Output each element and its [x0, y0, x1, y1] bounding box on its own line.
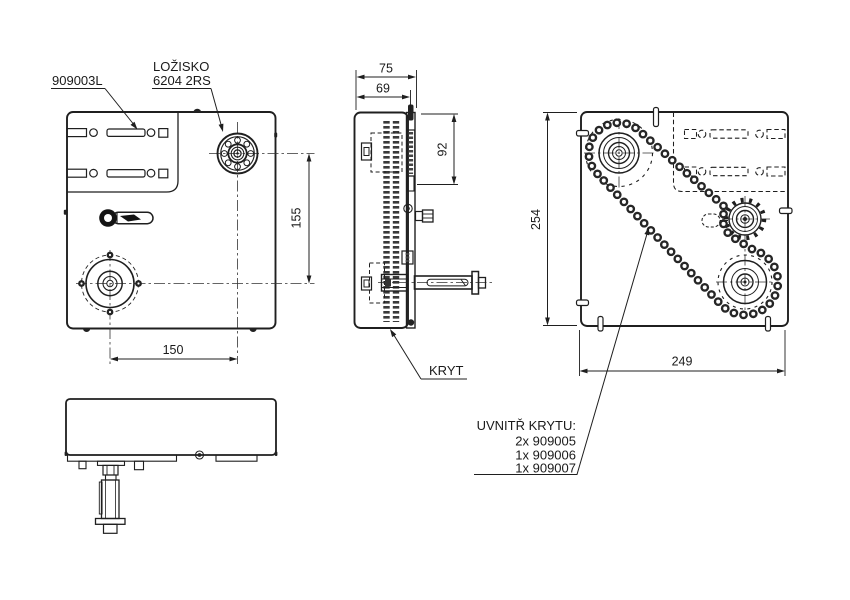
dimension-249: 249	[579, 330, 786, 376]
inside-cover-title: UVNITŘ KRYTU:	[477, 418, 576, 433]
inside-cover-note: UVNITŘ KRYTU: 2x 909005 1x 909006 1x 909…	[474, 226, 650, 476]
front-view: 155 150 909003L LOŽISKO 6204 2RS	[51, 59, 315, 364]
dimension-155: 155	[290, 153, 312, 284]
inside-cover-item-3: 1x 909007	[515, 461, 576, 476]
release-lever	[99, 209, 154, 227]
chain-side-view	[383, 121, 400, 322]
cover-outline	[353, 111, 409, 329]
slot-row-2	[66, 168, 169, 179]
dimension-92: 92	[417, 113, 458, 185]
dimension-150: 150	[110, 343, 238, 362]
rear-view: 254 249 UVNITŘ KRYTU: 2x 909005 1x 90900…	[474, 106, 793, 476]
dim-249-text: 249	[672, 355, 693, 369]
driven-sprocket	[717, 254, 773, 310]
slot-panel-boundary	[67, 112, 179, 193]
bottom-housing-outline	[65, 398, 277, 456]
dim-92-text: 92	[436, 143, 450, 157]
rear-centerlines	[584, 118, 774, 317]
idler-sprocket	[723, 197, 767, 241]
roller-chain	[584, 118, 783, 320]
inside-cover-item-2: 1x 909006	[515, 448, 576, 463]
side-view: 75 69 92 KRYT	[353, 62, 492, 380]
slot-row-1	[66, 128, 169, 138]
hidden-slot-panel	[672, 112, 787, 228]
dim-69-text: 69	[376, 82, 390, 96]
left-shaft-stubs	[360, 142, 373, 291]
dimension-254: 254	[529, 112, 577, 326]
bearing-6204	[216, 132, 259, 175]
dim-150-text: 150	[163, 343, 184, 357]
rear-edge-pins	[575, 106, 793, 332]
inside-cover-item-1: 2x 909005	[515, 434, 576, 449]
bottom-studs	[64, 451, 278, 456]
cover-label: KRYT	[390, 329, 467, 380]
dim-75-text: 75	[379, 62, 393, 76]
plate-part-label: 909003L	[51, 73, 138, 130]
bottom-screw	[194, 450, 205, 460]
plate-part-text: 909003L	[52, 73, 103, 88]
bearing-label-line1: LOŽISKO	[153, 59, 209, 74]
dimension-75: 75	[355, 62, 417, 110]
bearing-label: LOŽISKO 6204 2RS	[152, 59, 224, 132]
output-flange	[78, 251, 142, 316]
bottom-view	[64, 398, 278, 534]
bottom-shaft	[94, 464, 126, 534]
side-output-shaft	[378, 270, 492, 295]
dim-155-text: 155	[290, 208, 304, 229]
cover-label-text: KRYT	[429, 363, 463, 378]
front-studs	[63, 108, 278, 333]
dim-254-text: 254	[529, 209, 543, 230]
front-housing-outline	[66, 111, 277, 330]
rear-housing-outline	[580, 111, 789, 327]
plate-top-stud	[408, 104, 414, 121]
dimension-69: 69	[356, 82, 411, 112]
bearing-label-line2: 6204 2RS	[153, 73, 211, 88]
